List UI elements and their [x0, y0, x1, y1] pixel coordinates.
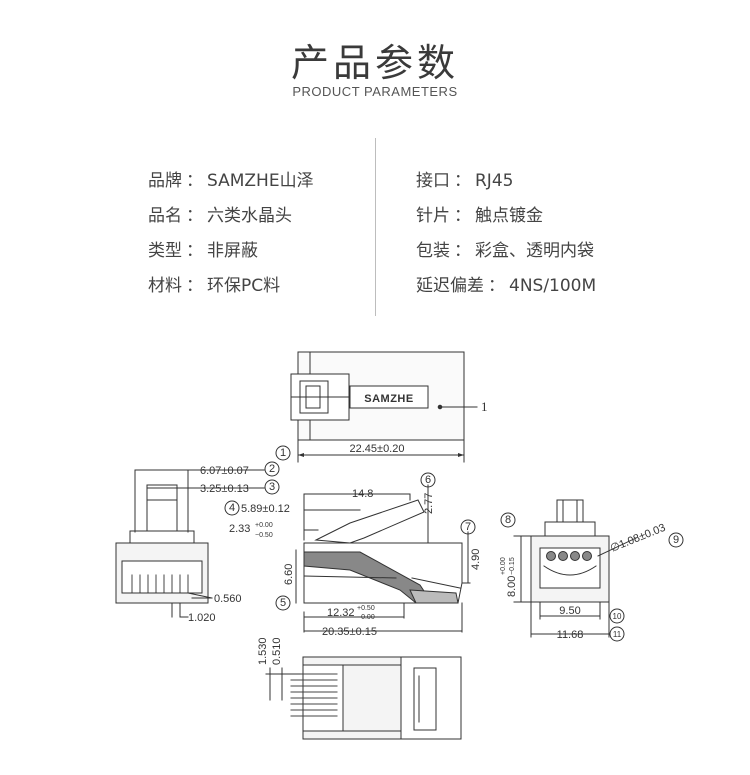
top-view [290, 351, 478, 463]
spec-value: 非屏蔽 [207, 241, 258, 261]
spec-separator: ： [454, 206, 471, 226]
dim-2-33-tol-up: +0.00 [255, 522, 273, 529]
dim-6-60: 6.60 [283, 564, 295, 585]
spec-separator: ： [186, 276, 203, 296]
spec-separator: ： [186, 171, 203, 191]
dim-20-35: 20.35±0.15 [322, 626, 377, 638]
dim-3-25: 3.25±0.13 [200, 483, 249, 495]
dim-8-00-tol-dn: −0.15 [509, 557, 516, 575]
brand-mark: SAMZHE [364, 393, 413, 405]
spec-divider [375, 138, 376, 316]
spec-separator: ： [454, 241, 471, 261]
end-view-right [513, 499, 637, 638]
dim-12-32: 12.32 [327, 607, 355, 619]
dim-0-510: 0.510 [271, 637, 283, 665]
spec-separator: ： [186, 206, 203, 226]
technical-drawing: SAMZHE 1 22.45±0.20 6.07±0.07 3.25±0.13 … [115, 351, 684, 740]
spec-pins: 针片：触点镀金 [416, 201, 543, 226]
spec-packaging: 包装：彩盒、透明内袋 [416, 236, 594, 261]
dim-2-77: 2.77 [423, 493, 435, 514]
dim-14-8: 14.8 [352, 488, 373, 500]
spec-material: 材料：环保PC料 [148, 271, 280, 296]
dim-5-89: 5.89±0.12 [241, 503, 290, 515]
dim-1-08: ∅1.08±0.03 [609, 522, 668, 555]
spec-separator: ： [488, 276, 505, 296]
spec-interface: 接口：RJ45 [416, 166, 513, 191]
spec-type: 类型：非屏蔽 [148, 236, 258, 261]
spec-value: 六类水晶头 [207, 206, 292, 226]
callout-7: 7 [465, 521, 471, 533]
dim-9-50: 9.50 [559, 605, 580, 617]
spec-label: 接口 [416, 171, 450, 191]
callout-8: 8 [505, 514, 511, 526]
spec-separator: ： [454, 171, 471, 191]
dim-4-90: 4.90 [470, 549, 482, 570]
callout-4: 4 [229, 502, 235, 514]
dim-8-00-tol-up: +0.00 [500, 557, 507, 575]
callout-1: 1 [280, 447, 286, 459]
dim-6-07: 6.07±0.07 [200, 465, 249, 477]
callout-3: 3 [269, 481, 275, 493]
callout-6: 6 [425, 474, 431, 486]
callout-10: 10 [613, 612, 622, 621]
spec-label: 延迟偏差 [416, 276, 484, 296]
spec-label: 品牌 [148, 171, 182, 191]
spec-value: RJ45 [475, 171, 514, 191]
spec-product-name: 品名：六类水晶头 [148, 201, 292, 226]
bottom-view [265, 656, 462, 740]
dim-2-33-tol-dn: −0.50 [255, 532, 273, 539]
spec-value: 彩盒、透明内袋 [475, 241, 594, 261]
dim-22-45: 22.45±0.20 [350, 443, 405, 455]
spec-delay-skew: 延迟偏差：4NS/100M [416, 271, 596, 296]
page-title: 产品参数 [290, 41, 459, 85]
callout-9: 9 [673, 534, 679, 546]
spec-label: 材料 [148, 276, 182, 296]
callout-label-1: 1 [481, 399, 488, 414]
spec-label: 包装 [416, 241, 450, 261]
dim-8-00: 8.00 [506, 576, 518, 597]
spec-value: 4NS/100M [509, 276, 597, 296]
dim-0-560: 0.560 [214, 593, 242, 605]
callout-2: 2 [269, 463, 275, 475]
dim-1-020: 1.020 [188, 612, 216, 624]
dim-2-33: 2.33 [229, 523, 250, 535]
dim-1-530: 1.530 [257, 637, 269, 665]
front-view-left [115, 469, 265, 618]
dim-12-32-tol-up: +0.50 [357, 605, 375, 612]
spec-value: 触点镀金 [475, 206, 543, 226]
spec-separator: ： [186, 241, 203, 261]
page-subtitle: PRODUCT PARAMETERS [292, 84, 458, 99]
spec-brand: 品牌：SAMZHE山泽 [148, 166, 314, 191]
spec-label: 针片 [416, 206, 450, 226]
dim-11-68: 11.68 [557, 629, 584, 641]
spec-label: 类型 [148, 241, 182, 261]
callout-circles [224, 445, 684, 642]
callout-5: 5 [280, 597, 286, 609]
spec-label: 品名 [148, 206, 182, 226]
spec-value: 环保PC料 [207, 276, 281, 296]
callout-11: 11 [613, 630, 622, 639]
dim-12-32-tol-dn: −0.00 [357, 614, 375, 621]
spec-value: SAMZHE山泽 [207, 171, 314, 191]
side-view [295, 484, 471, 633]
